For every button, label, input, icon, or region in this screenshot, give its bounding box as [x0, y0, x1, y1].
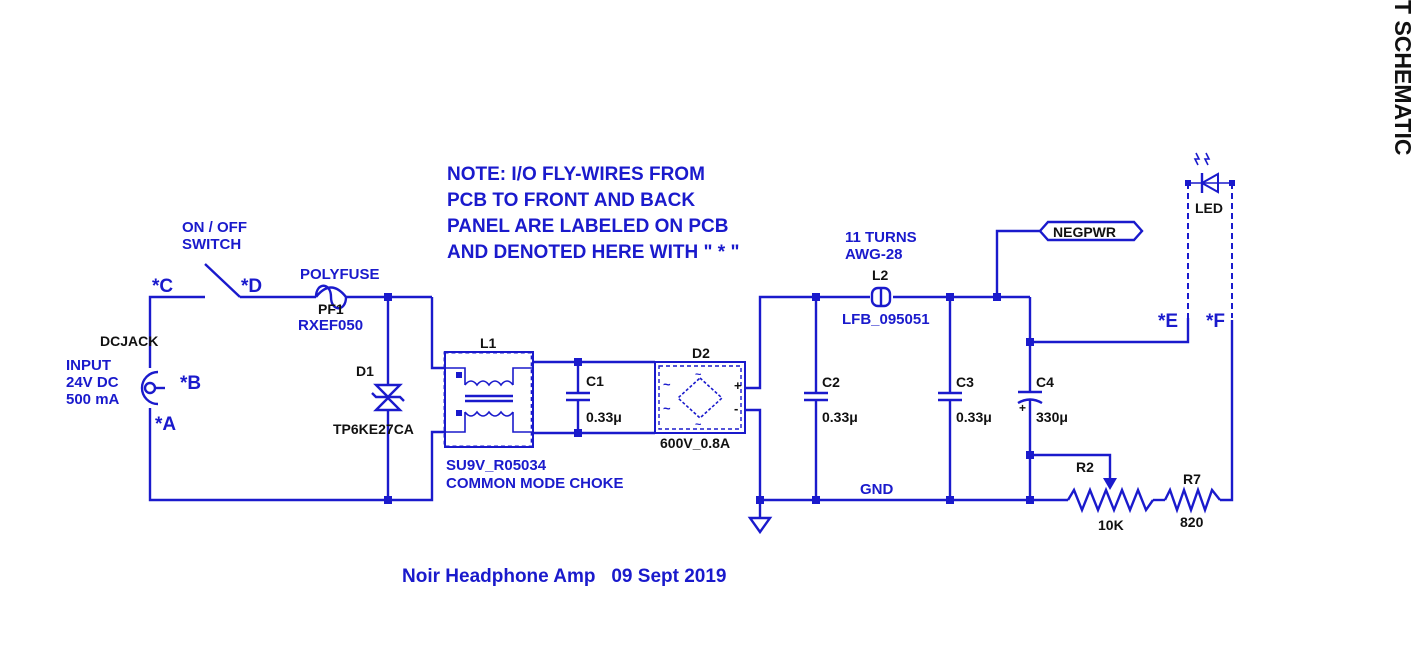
input-current: 500 mA: [66, 391, 120, 408]
capacitor-c3-icon: [938, 391, 962, 402]
l2-ref: L2: [872, 267, 889, 283]
dcjack-label: DCJACK: [100, 333, 158, 349]
potentiometer-r2-icon: [1066, 478, 1154, 514]
c2-value: 0.33μ: [822, 409, 858, 425]
d2-value: 600V_0.8A: [660, 435, 730, 451]
input-label: INPUT: [66, 357, 111, 374]
flywire-c-label: *C: [152, 276, 173, 297]
r2-value: 10K: [1098, 517, 1124, 533]
ground-icon: [747, 516, 773, 535]
wires: [148, 229, 1234, 518]
pf1-ref: PF1: [318, 301, 344, 317]
c3-value: 0.33μ: [956, 409, 992, 425]
note-line-1: NOTE: I/O FLY-WIRES FROM: [447, 164, 705, 185]
c4-value: 330μ: [1036, 409, 1068, 425]
svg-text:~: ~: [663, 377, 671, 392]
led-icon: [1185, 152, 1235, 318]
flywire-b-label: *B: [180, 373, 201, 394]
flywire-e-label: *E: [1158, 311, 1178, 332]
l1-ref: L1: [480, 335, 497, 351]
negpwr-label: NEGPWR: [1053, 224, 1116, 240]
note-line-3: PANEL ARE LABELED ON PCB: [447, 216, 729, 237]
note-line-4: AND DENOTED HERE WITH " * ": [447, 242, 739, 263]
switch-label-1: ON / OFF: [182, 219, 247, 236]
polyfuse-icon: [314, 284, 348, 310]
svg-text:+: +: [734, 378, 742, 393]
negpwr-netlabel: NEGPWR: [1038, 220, 1144, 242]
tvs-diode-icon: [371, 383, 405, 412]
r7-value: 820: [1180, 514, 1204, 530]
dc-jack-icon: [140, 370, 165, 406]
svg-text:+: +: [1019, 401, 1026, 415]
switch-icon: [204, 263, 241, 298]
bridge-rectifier-icon: ~ ~ + - ~ ~: [654, 361, 746, 434]
ferrite-bead-icon: [870, 286, 892, 308]
resistor-r7-icon: [1163, 486, 1221, 514]
d1-ref: D1: [356, 363, 374, 379]
l2-turns: 11 TURNS: [845, 229, 917, 246]
note-block: NOTE: I/O FLY-WIRES FROM PCB TO FRONT AN…: [447, 164, 739, 263]
pf1-part: RXEF050: [298, 317, 363, 334]
l2-wire: AWG-28: [845, 246, 903, 263]
c1-ref: C1: [586, 373, 604, 389]
common-mode-choke-icon: [443, 351, 534, 448]
footer-caption: Noir Headphone Amp 09 Sept 2019: [402, 566, 727, 587]
led-ref: LED: [1195, 200, 1223, 216]
capacitor-c1-icon: [566, 391, 590, 402]
c4-ref: C4: [1036, 374, 1054, 390]
svg-text:~: ~: [663, 401, 671, 416]
l2-part: LFB_095051: [842, 311, 930, 328]
page-title: T SCHEMATIC: [1390, 0, 1416, 155]
svg-text:~: ~: [695, 369, 702, 381]
d2-ref: D2: [692, 345, 710, 361]
flywire-d-label: *D: [241, 276, 262, 297]
electrolytic-capacitor-c4-icon: +: [1017, 390, 1043, 415]
c1-value: 0.33μ: [586, 409, 622, 425]
l1-desc: COMMON MODE CHOKE: [446, 475, 624, 492]
flywire-f-label: *F: [1206, 311, 1225, 332]
svg-text:-: -: [734, 401, 738, 416]
note-line-2: PCB TO FRONT AND BACK: [447, 190, 695, 211]
d1-part: TP6KE27CA: [333, 421, 414, 437]
polyfuse-label: POLYFUSE: [300, 266, 379, 283]
c2-ref: C2: [822, 374, 840, 390]
gnd-label: GND: [860, 481, 894, 498]
c3-ref: C3: [956, 374, 974, 390]
capacitor-c2-icon: [804, 391, 828, 402]
input-voltage: 24V DC: [66, 374, 119, 391]
junction-dots: [384, 293, 1034, 504]
r2-ref: R2: [1076, 459, 1094, 475]
r7-ref: R7: [1183, 471, 1201, 487]
l1-part: SU9V_R05034: [446, 457, 547, 474]
switch-label-2: SWITCH: [182, 236, 241, 253]
svg-text:~: ~: [695, 419, 702, 431]
flywire-a-label: *A: [155, 414, 176, 435]
